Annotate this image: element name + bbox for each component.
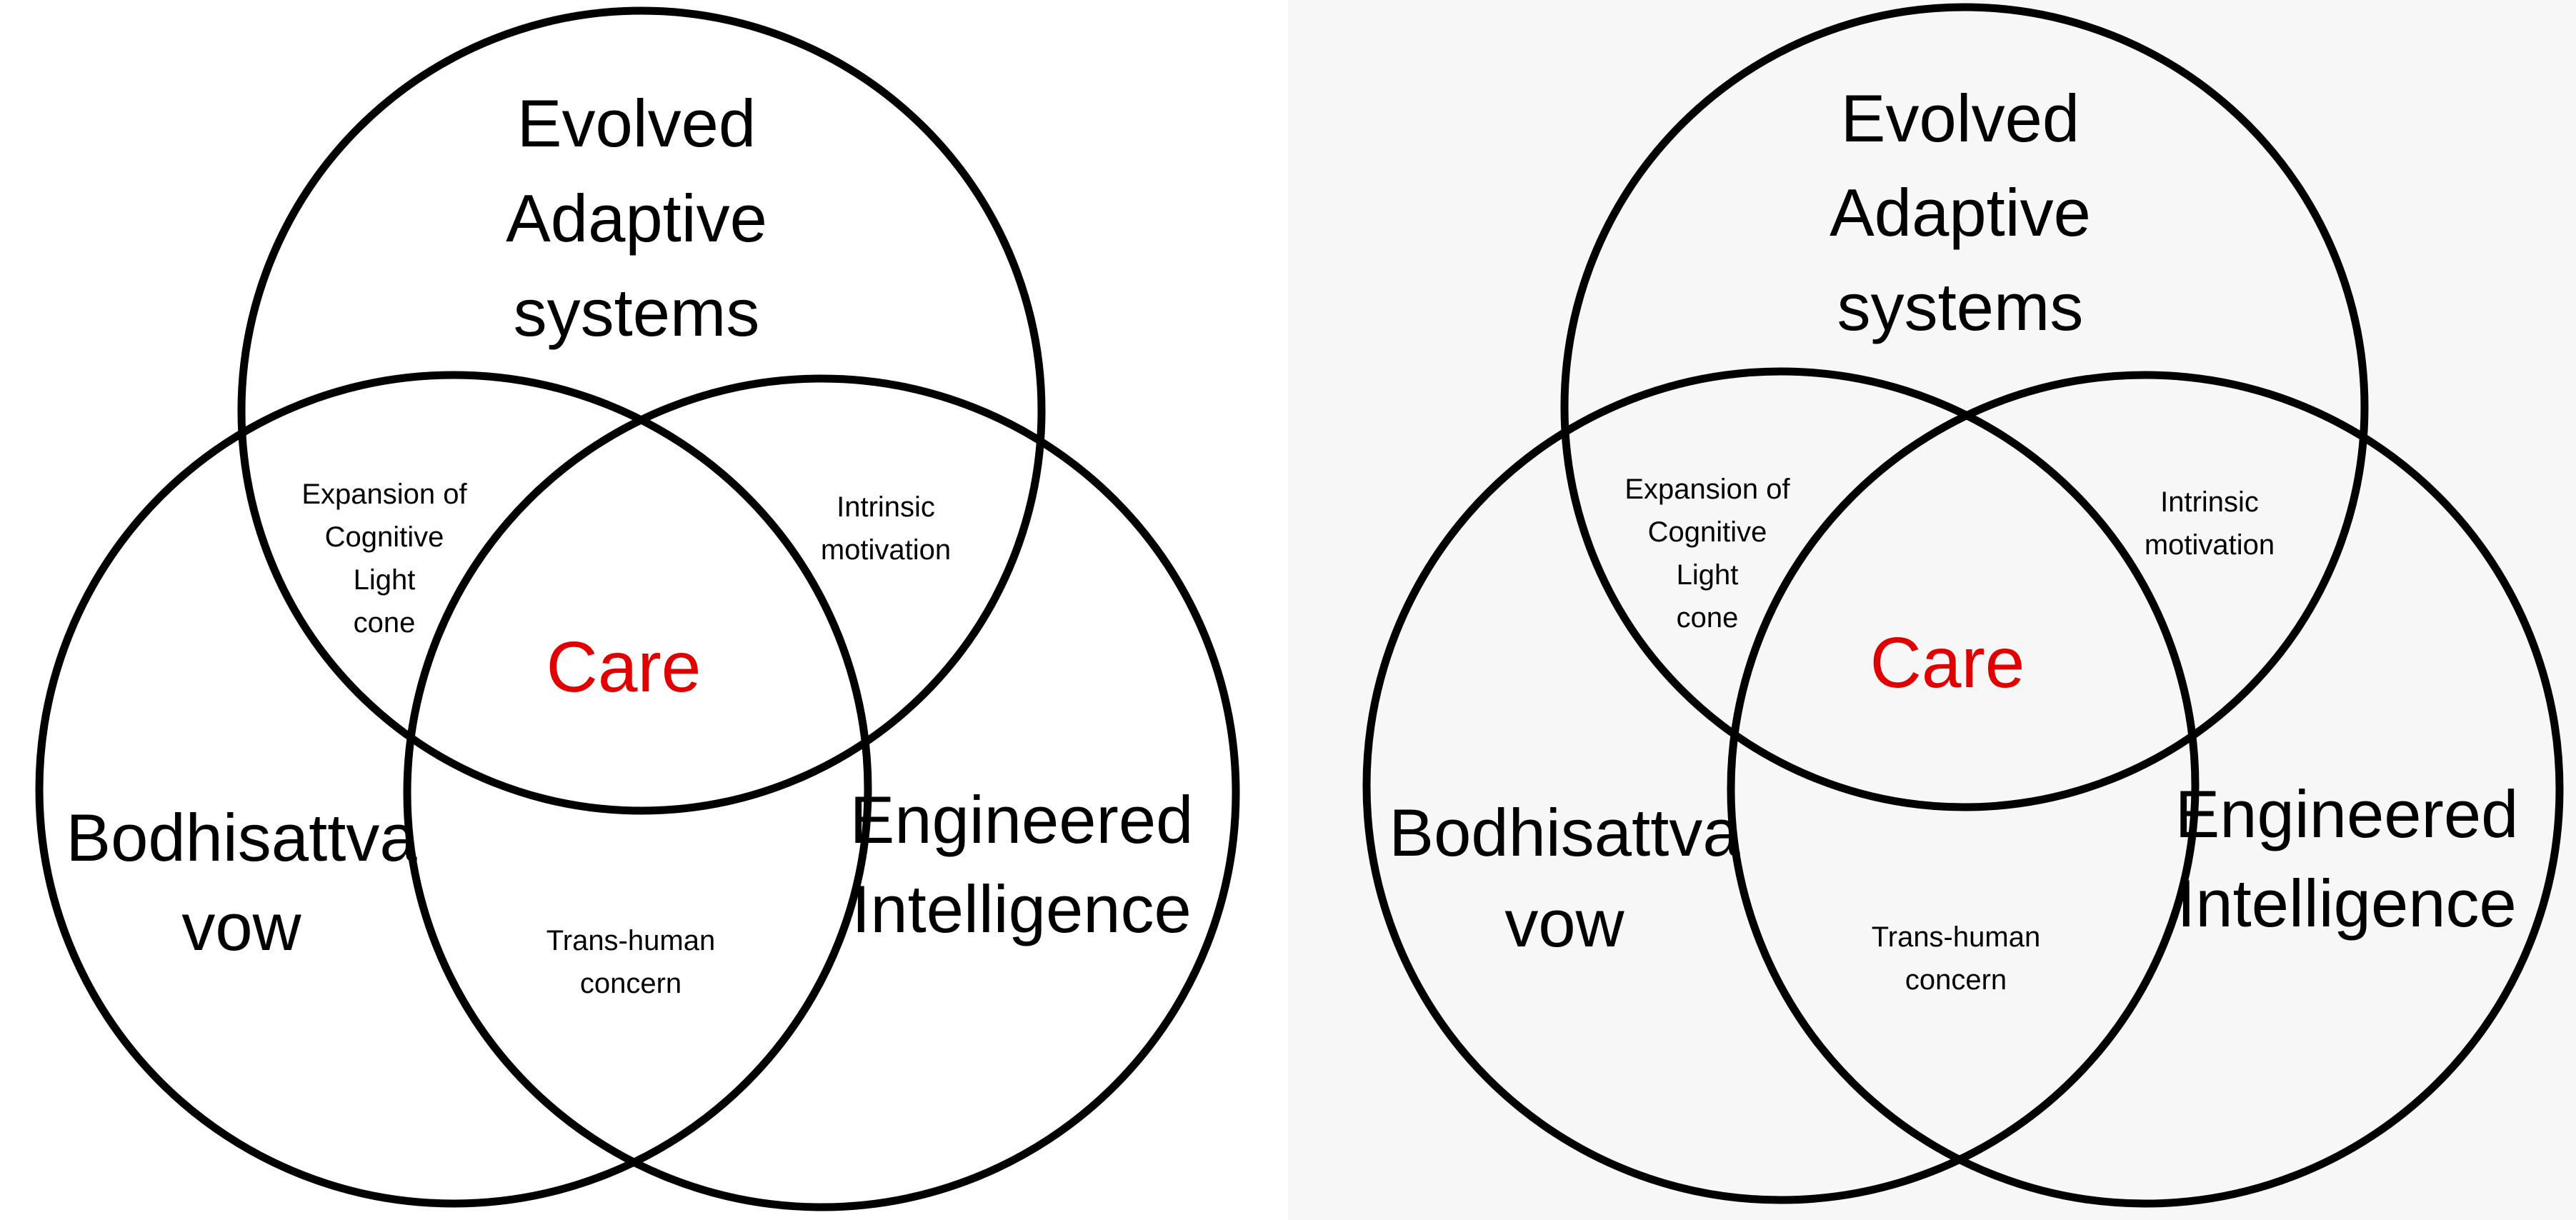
overlap-label-top-left-line: Expansion of <box>1624 474 1790 505</box>
overlap-label-bottom: Trans-human concern <box>1872 921 2040 996</box>
venn-svg-right: Evolved Adaptive systems Bodhisattva vow… <box>1362 3 2564 1208</box>
circle-evolved-adaptive-systems <box>1560 3 2369 811</box>
set-label-top-line: Adaptive <box>1829 175 2091 250</box>
overlap-label-top-right: Intrinsic motivation <box>2145 486 2275 561</box>
set-label-top-line: Evolved <box>517 86 756 161</box>
set-label-right-line: Intelligence <box>852 871 1192 946</box>
set-label-right-line: Engineered <box>2175 776 2519 851</box>
venn-diagram-left: Evolved Adaptive systems Bodhisattva vow… <box>35 6 1240 1211</box>
overlap-label-top-right-line: motivation <box>821 534 951 566</box>
overlap-label-top-left-line: cone <box>1677 602 1739 634</box>
set-label-top-line: systems <box>514 275 760 350</box>
overlap-label-top-left-line: Expansion of <box>301 479 467 510</box>
overlap-label-top-left: Expansion of Cognitive Light cone <box>1624 474 1790 634</box>
set-label-left: Bodhisattva vow <box>66 800 417 964</box>
circle-bodhisattva-vow <box>1362 367 2200 1204</box>
overlap-label-top-left-line: Cognitive <box>325 521 444 553</box>
overlap-label-bottom-line: concern <box>1905 964 2007 996</box>
set-label-left-line: Bodhisattva <box>66 800 417 875</box>
venn-diagram-right: Evolved Adaptive systems Bodhisattva vow… <box>1288 0 2576 1220</box>
overlap-label-top-right-line: Intrinsic <box>2160 486 2259 518</box>
overlap-label-bottom-line: Trans-human <box>1872 921 2040 953</box>
venn-svg-left: Evolved Adaptive systems Bodhisattva vow… <box>35 6 1240 1211</box>
overlap-label-top-right-line: motivation <box>2145 529 2275 561</box>
circle-engineered-intelligence <box>403 374 1240 1211</box>
circle-evolved-adaptive-systems <box>237 6 1046 815</box>
set-label-right-line: Engineered <box>850 782 1194 857</box>
set-label-top: Evolved Adaptive systems <box>506 86 767 350</box>
center-label-care: Care <box>546 627 702 707</box>
overlap-label-top-left-line: cone <box>354 607 416 639</box>
circle-bodhisattva-vow <box>35 371 872 1208</box>
set-label-left-line: vow <box>181 889 301 964</box>
set-label-top-line: Adaptive <box>506 181 767 256</box>
overlap-label-bottom-line: concern <box>580 968 682 999</box>
set-label-top-line: systems <box>1837 269 2084 344</box>
set-label-top: Evolved Adaptive systems <box>1829 81 2091 344</box>
overlap-label-top-left: Expansion of Cognitive Light cone <box>301 479 467 639</box>
set-label-top-line: Evolved <box>1841 81 2080 156</box>
overlap-label-top-left-line: Light <box>354 564 416 596</box>
overlap-label-top-left-line: Light <box>1677 559 1739 591</box>
overlap-label-bottom-line: Trans-human <box>546 925 715 956</box>
overlap-label-bottom: Trans-human concern <box>546 925 715 999</box>
set-label-right-line: Intelligence <box>2177 866 2517 941</box>
set-label-left-line: Bodhisattva <box>1389 795 1740 870</box>
circle-engineered-intelligence <box>1727 371 2564 1208</box>
set-label-right: Engineered Intelligence <box>850 782 1194 946</box>
overlap-label-top-right-line: Intrinsic <box>837 491 935 523</box>
set-label-left: Bodhisattva vow <box>1389 795 1740 961</box>
overlap-label-top-right: Intrinsic motivation <box>821 491 951 566</box>
overlap-label-top-left-line: Cognitive <box>1648 516 1767 548</box>
set-label-left-line: vow <box>1504 886 1624 961</box>
set-label-right: Engineered Intelligence <box>2175 776 2519 941</box>
center-label-care: Care <box>1870 623 2025 703</box>
